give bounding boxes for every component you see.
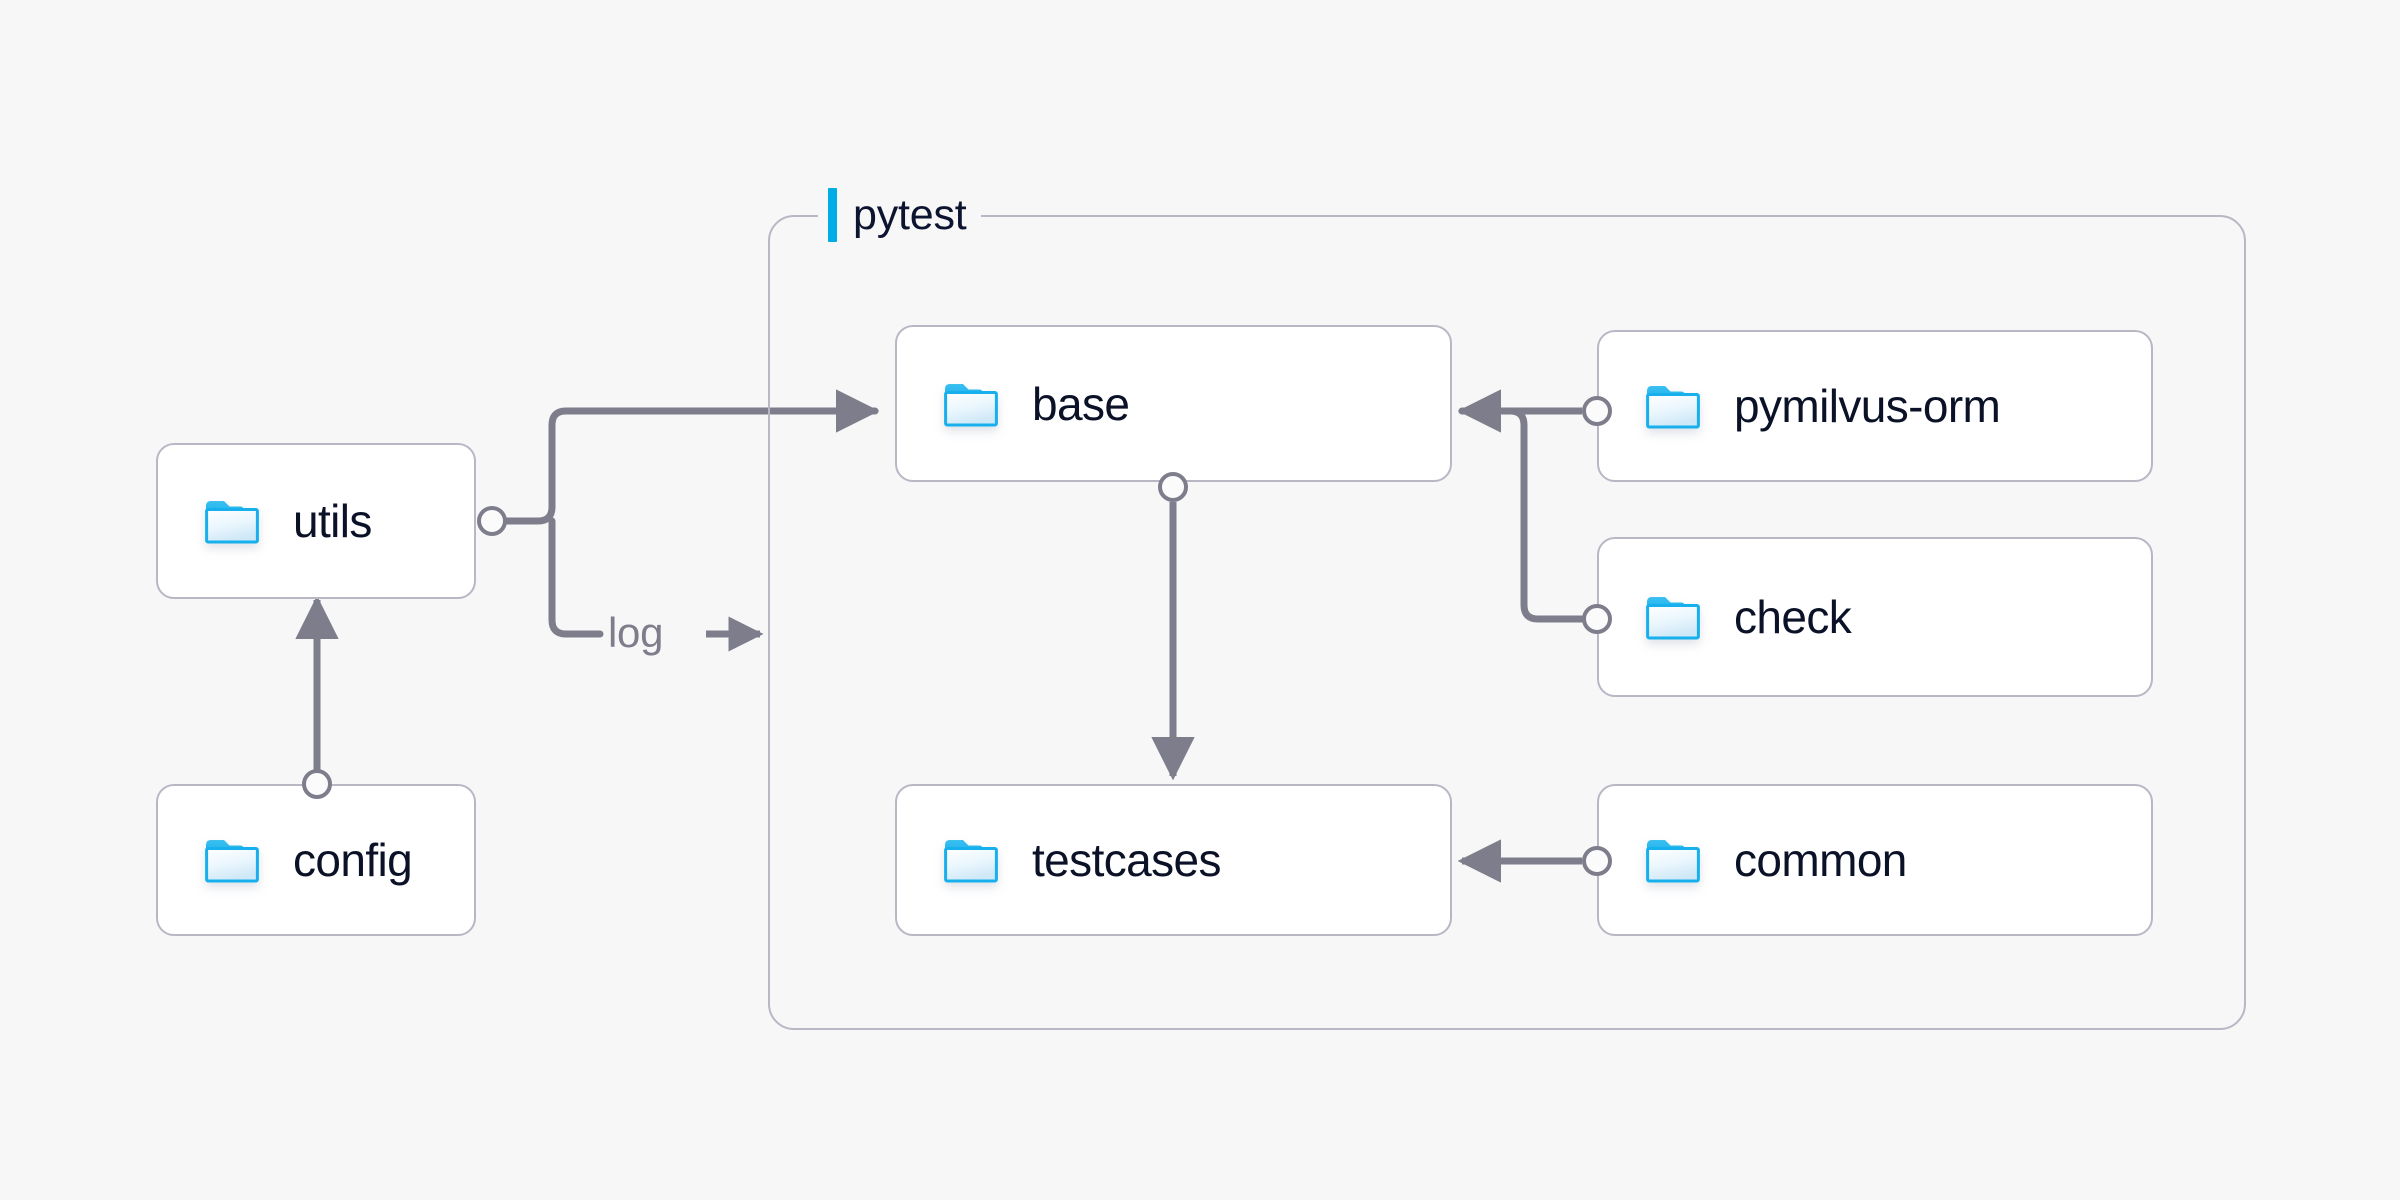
node-common-label: common: [1734, 834, 1907, 886]
folder-icon: [943, 380, 999, 428]
folder-icon: [204, 836, 260, 884]
node-base[interactable]: base: [895, 325, 1452, 482]
node-config-label: config: [293, 834, 413, 886]
node-config[interactable]: config: [156, 784, 476, 936]
group-pytest: [768, 215, 2246, 1030]
folder-icon: [943, 836, 999, 884]
node-testcases[interactable]: testcases: [895, 784, 1452, 936]
group-pytest-label: pytest: [818, 185, 981, 245]
node-base-label: base: [1032, 377, 1130, 430]
port-utils-right[interactable]: [477, 506, 507, 536]
folder-icon: [204, 497, 260, 545]
node-check-label: check: [1734, 591, 1852, 643]
node-check[interactable]: check: [1597, 537, 2153, 697]
node-pymilvus-orm-label: pymilvus-orm: [1734, 380, 2001, 432]
node-utils-label: utils: [293, 495, 372, 547]
accent-bar-icon: [828, 188, 837, 242]
folder-icon: [1645, 593, 1701, 641]
port-base-bottom[interactable]: [1158, 472, 1188, 502]
port-pymilvus-orm-left[interactable]: [1582, 396, 1612, 426]
folder-icon: [1645, 836, 1701, 884]
node-utils[interactable]: utils: [156, 443, 476, 599]
port-common-left[interactable]: [1582, 846, 1612, 876]
port-check-left[interactable]: [1582, 604, 1612, 634]
node-pymilvus-orm[interactable]: pymilvus-orm: [1597, 330, 2153, 482]
node-common[interactable]: common: [1597, 784, 2153, 936]
edge-label-log: log: [608, 609, 664, 656]
group-pytest-title: pytest: [853, 190, 967, 239]
folder-icon: [1645, 382, 1701, 430]
port-config-top[interactable]: [302, 769, 332, 799]
node-testcases-label: testcases: [1032, 834, 1222, 886]
